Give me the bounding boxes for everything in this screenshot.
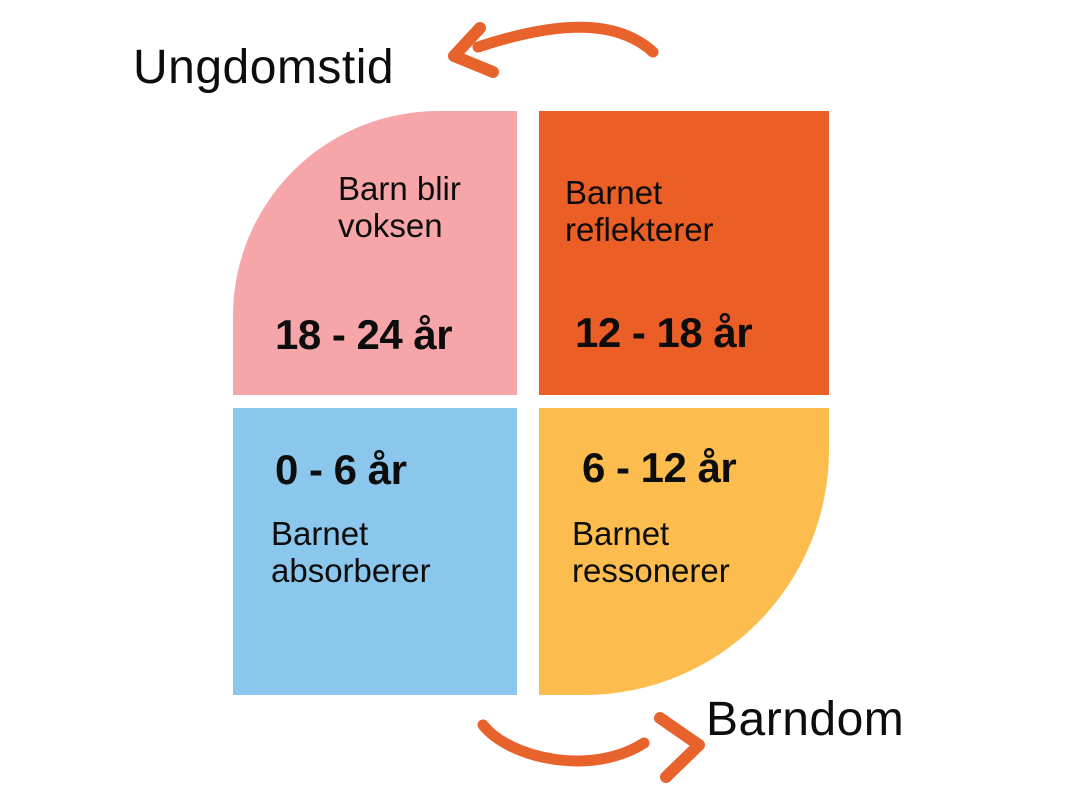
quadrant-6-12-description: Barnet ressonerer bbox=[572, 515, 730, 589]
curved-arrow-left-icon bbox=[448, 21, 659, 78]
quadrant-18-24-age-range: 18 - 24 år bbox=[275, 311, 453, 358]
curved-arrow-right-icon bbox=[477, 712, 705, 783]
quadrant-18-24-description: Barn blir voksen bbox=[338, 170, 461, 244]
quadrant-12-18-age-range: 12 - 18 år bbox=[575, 309, 753, 356]
quadrant-18-24: Barn blir voksen 18 - 24 år bbox=[233, 111, 517, 395]
quadrant-6-12: 6 - 12 år Barnet ressonerer bbox=[539, 408, 829, 695]
quadrant-12-18: Barnet reflekterer 12 - 18 år bbox=[539, 111, 829, 395]
label-ungdomstid: Ungdomstid bbox=[133, 41, 395, 94]
quadrant-0-6-age-range: 0 - 6 år bbox=[275, 446, 407, 493]
quadrant-0-6-description: Barnet absorberer bbox=[271, 515, 431, 589]
quadrant-0-6: 0 - 6 år Barnet absorberer bbox=[233, 408, 517, 695]
quadrant-12-18-description: Barnet reflekterer bbox=[565, 174, 714, 248]
label-barndom: Barndom bbox=[706, 693, 905, 746]
quadrant-6-12-age-range: 6 - 12 år bbox=[582, 444, 737, 491]
